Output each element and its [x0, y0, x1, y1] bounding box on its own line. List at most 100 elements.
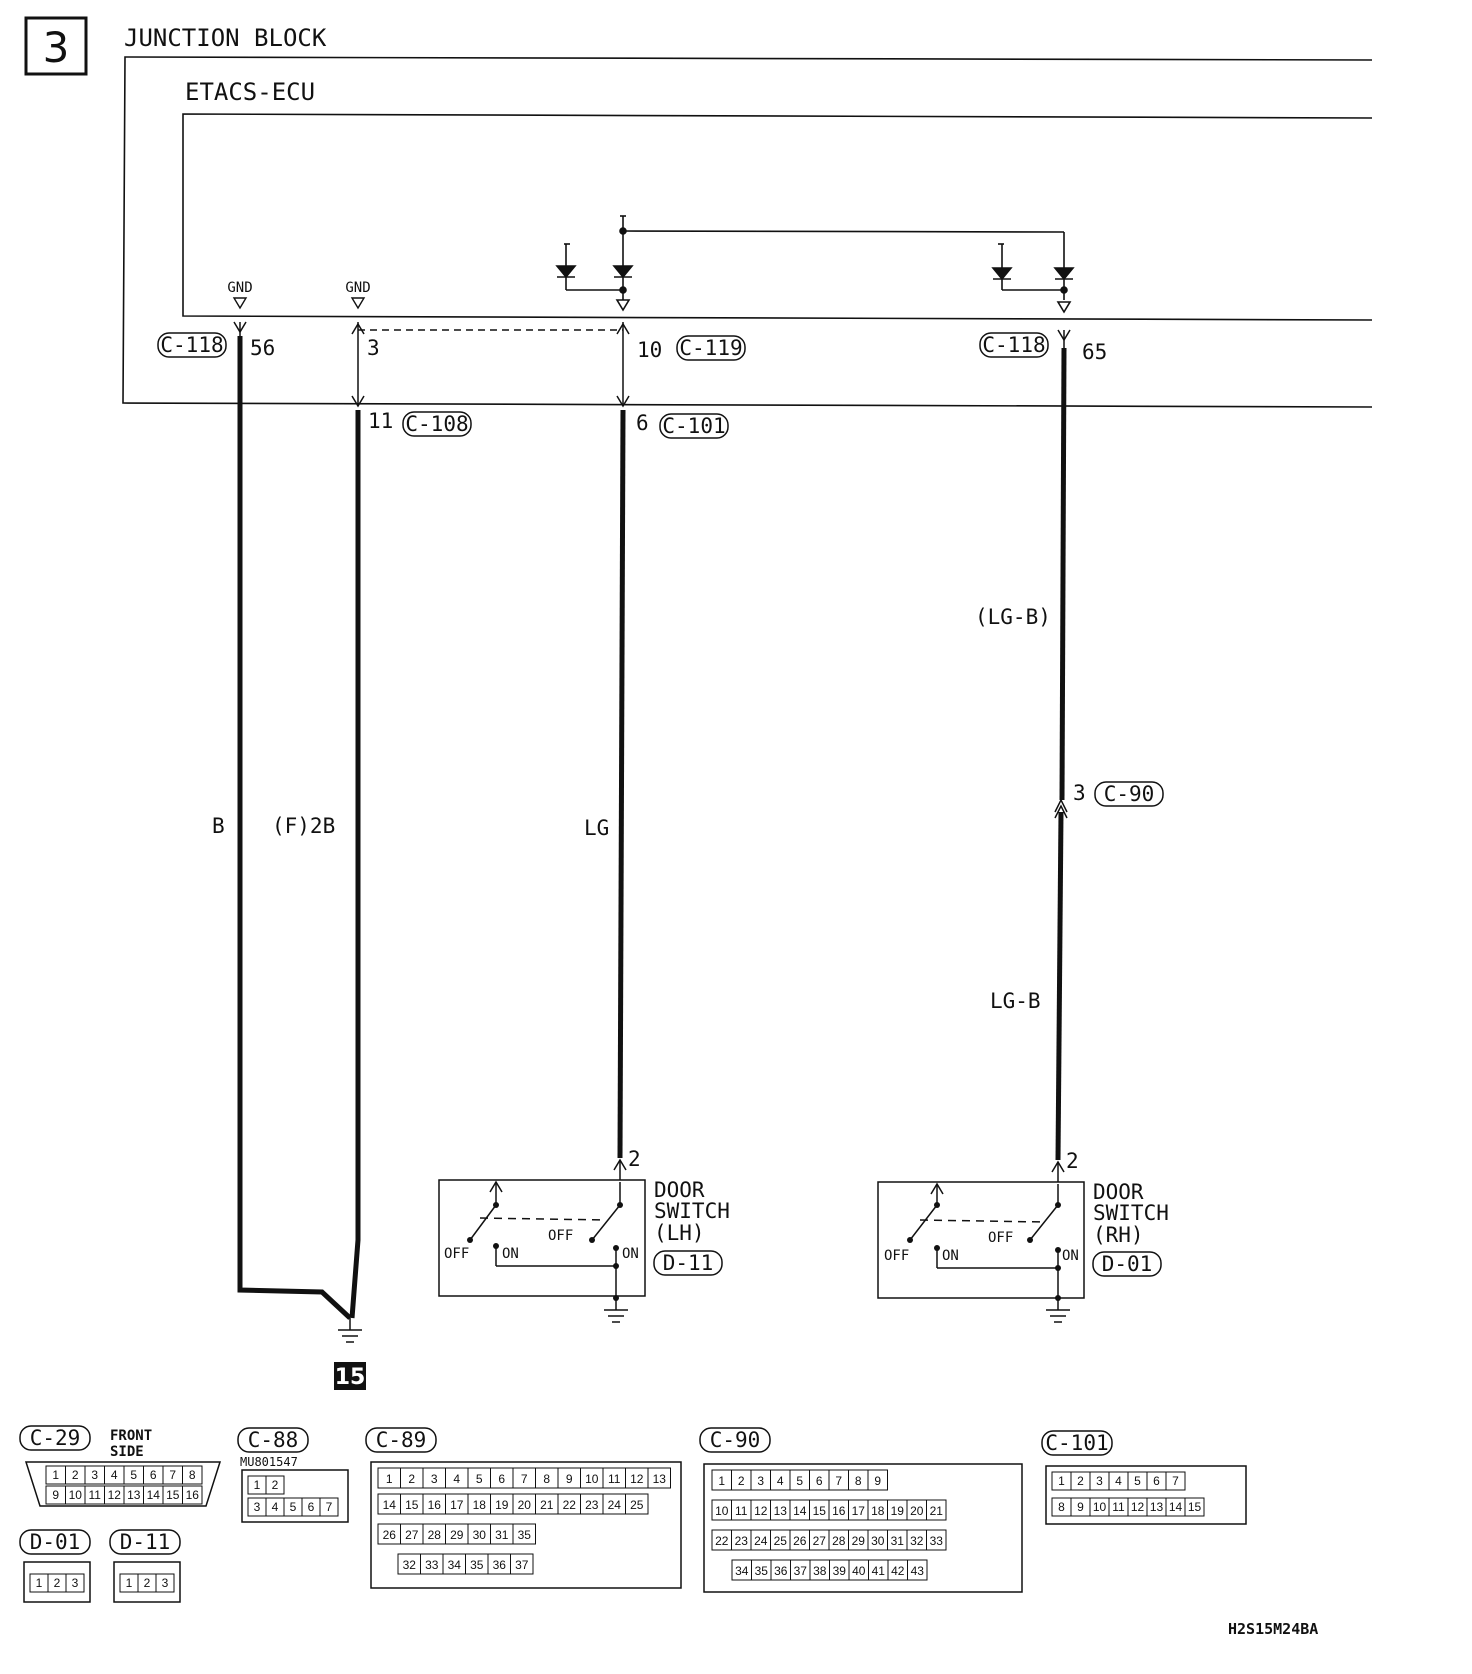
label-c101-6: 6 C-101: [636, 411, 729, 439]
c89-pin-13: 13: [647, 1467, 671, 1489]
gnd-symbol-2: GND: [345, 280, 371, 310]
c101-pin-10: 10: [1089, 1497, 1110, 1517]
c101-pin-14: 14: [1165, 1497, 1186, 1517]
svg-text:12: 12: [108, 1488, 122, 1502]
svg-text:5: 5: [476, 1472, 483, 1486]
svg-text:27: 27: [405, 1528, 419, 1542]
ground-label: 15: [335, 1365, 366, 1390]
svg-text:13: 13: [774, 1504, 788, 1518]
etacs-ecu-box: [182, 113, 1373, 321]
svg-text:38: 38: [813, 1564, 827, 1578]
svg-text:C-119: C-119: [679, 336, 742, 360]
figure-code: H2S15M24BA: [1228, 1620, 1318, 1638]
svg-text:DOOR: DOOR: [1093, 1180, 1144, 1204]
svg-text:4: 4: [1115, 1474, 1122, 1488]
d01-pin-1: 1: [29, 1573, 49, 1593]
c90-pin-1: 1: [711, 1469, 732, 1491]
svg-text:25: 25: [630, 1498, 644, 1512]
c29-pin-10: 10: [65, 1485, 86, 1505]
c90-pin-8: 8: [848, 1469, 869, 1491]
c89-pin-35: 35: [465, 1553, 489, 1575]
c89-pin-7: 7: [512, 1467, 536, 1489]
svg-text:28: 28: [832, 1534, 846, 1548]
svg-text:MU801547: MU801547: [240, 1455, 298, 1469]
c89-pin-9: 9: [557, 1467, 581, 1489]
d11-pin-1: 1: [119, 1573, 139, 1593]
c101-pin-12: 12: [1127, 1497, 1148, 1517]
c29-pin-9: 9: [45, 1485, 66, 1505]
svg-text:10: 10: [69, 1488, 83, 1502]
svg-text:9: 9: [1077, 1500, 1084, 1514]
svg-text:24: 24: [608, 1498, 622, 1512]
c90-pin-3: 3: [750, 1469, 771, 1491]
svg-text:1: 1: [386, 1472, 393, 1486]
svg-text:13: 13: [127, 1488, 141, 1502]
svg-text:26: 26: [793, 1534, 807, 1548]
svg-text:20: 20: [518, 1498, 532, 1512]
c29-pin-3: 3: [84, 1465, 105, 1485]
svg-text:21: 21: [540, 1498, 554, 1512]
wire-lg: [613, 322, 630, 1180]
wire-label-f2b: (F)2B: [272, 814, 335, 838]
svg-text:7: 7: [1172, 1474, 1179, 1488]
svg-text:9: 9: [566, 1472, 573, 1486]
svg-text:24: 24: [754, 1534, 768, 1548]
c89-pin-28: 28: [422, 1523, 446, 1545]
svg-text:37: 37: [515, 1558, 529, 1572]
svg-text:14: 14: [383, 1498, 397, 1512]
junction-block-label: JUNCTION BLOCK: [124, 24, 327, 52]
svg-text:26: 26: [383, 1528, 397, 1542]
c88-pin-7: 7: [319, 1497, 339, 1517]
svg-text:C-101: C-101: [662, 414, 725, 438]
svg-text:3: 3: [1096, 1474, 1103, 1488]
c90-pin-11: 11: [731, 1499, 752, 1521]
svg-text:14: 14: [793, 1504, 807, 1518]
door-switch-lh: OFF ON OFF ON DOOR SWITCH (LH) D-11 2: [438, 1147, 730, 1323]
svg-text:16: 16: [832, 1504, 846, 1518]
svg-text:4: 4: [453, 1472, 460, 1486]
c90-pin-10: 10: [711, 1499, 732, 1521]
svg-text:5: 5: [796, 1474, 803, 1488]
svg-text:OFF: OFF: [884, 1248, 909, 1264]
svg-text:14: 14: [1169, 1500, 1183, 1514]
svg-text:(RH): (RH): [1093, 1223, 1144, 1247]
svg-text:8: 8: [543, 1472, 550, 1486]
c89-pin-23: 23: [580, 1493, 604, 1515]
svg-text:31: 31: [891, 1534, 905, 1548]
c90-pin-36: 36: [770, 1559, 791, 1581]
gnd-label-1: GND: [227, 280, 252, 296]
svg-text:4: 4: [272, 1500, 279, 1514]
svg-text:18: 18: [473, 1498, 487, 1512]
svg-text:1: 1: [718, 1474, 725, 1488]
svg-text:1: 1: [1058, 1474, 1065, 1488]
svg-text:29: 29: [450, 1528, 464, 1542]
c29-pin-1: 1: [45, 1465, 66, 1485]
d01-pin-2: 2: [47, 1573, 67, 1593]
svg-text:C-29: C-29: [30, 1426, 81, 1450]
svg-text:8: 8: [1058, 1500, 1065, 1514]
svg-text:16: 16: [186, 1488, 200, 1502]
svg-text:30: 30: [871, 1534, 885, 1548]
wire-lg-b: [1051, 329, 1071, 1182]
svg-text:6: 6: [308, 1500, 315, 1514]
c90-pin-9: 9: [867, 1469, 888, 1491]
c90-pin-31: 31: [887, 1529, 908, 1551]
c101-pin-9: 9: [1070, 1497, 1091, 1517]
c89-pin-20: 20: [512, 1493, 536, 1515]
c89-pin-8: 8: [535, 1467, 559, 1489]
svg-text:33: 33: [425, 1558, 439, 1572]
c89-pin-29: 29: [445, 1523, 469, 1545]
c101-pin-13: 13: [1146, 1497, 1167, 1517]
svg-text:3: 3: [1073, 781, 1086, 805]
svg-text:ON: ON: [942, 1248, 959, 1264]
c29-pin-14: 14: [143, 1485, 164, 1505]
c89-pin-26: 26: [377, 1523, 401, 1545]
c90-pin-2: 2: [731, 1469, 752, 1491]
svg-text:25: 25: [774, 1534, 788, 1548]
svg-text:8: 8: [189, 1468, 196, 1482]
c90-pin-33: 33: [926, 1529, 947, 1551]
c88-pin-4: 4: [265, 1497, 285, 1517]
c29-pin-5: 5: [123, 1465, 144, 1485]
